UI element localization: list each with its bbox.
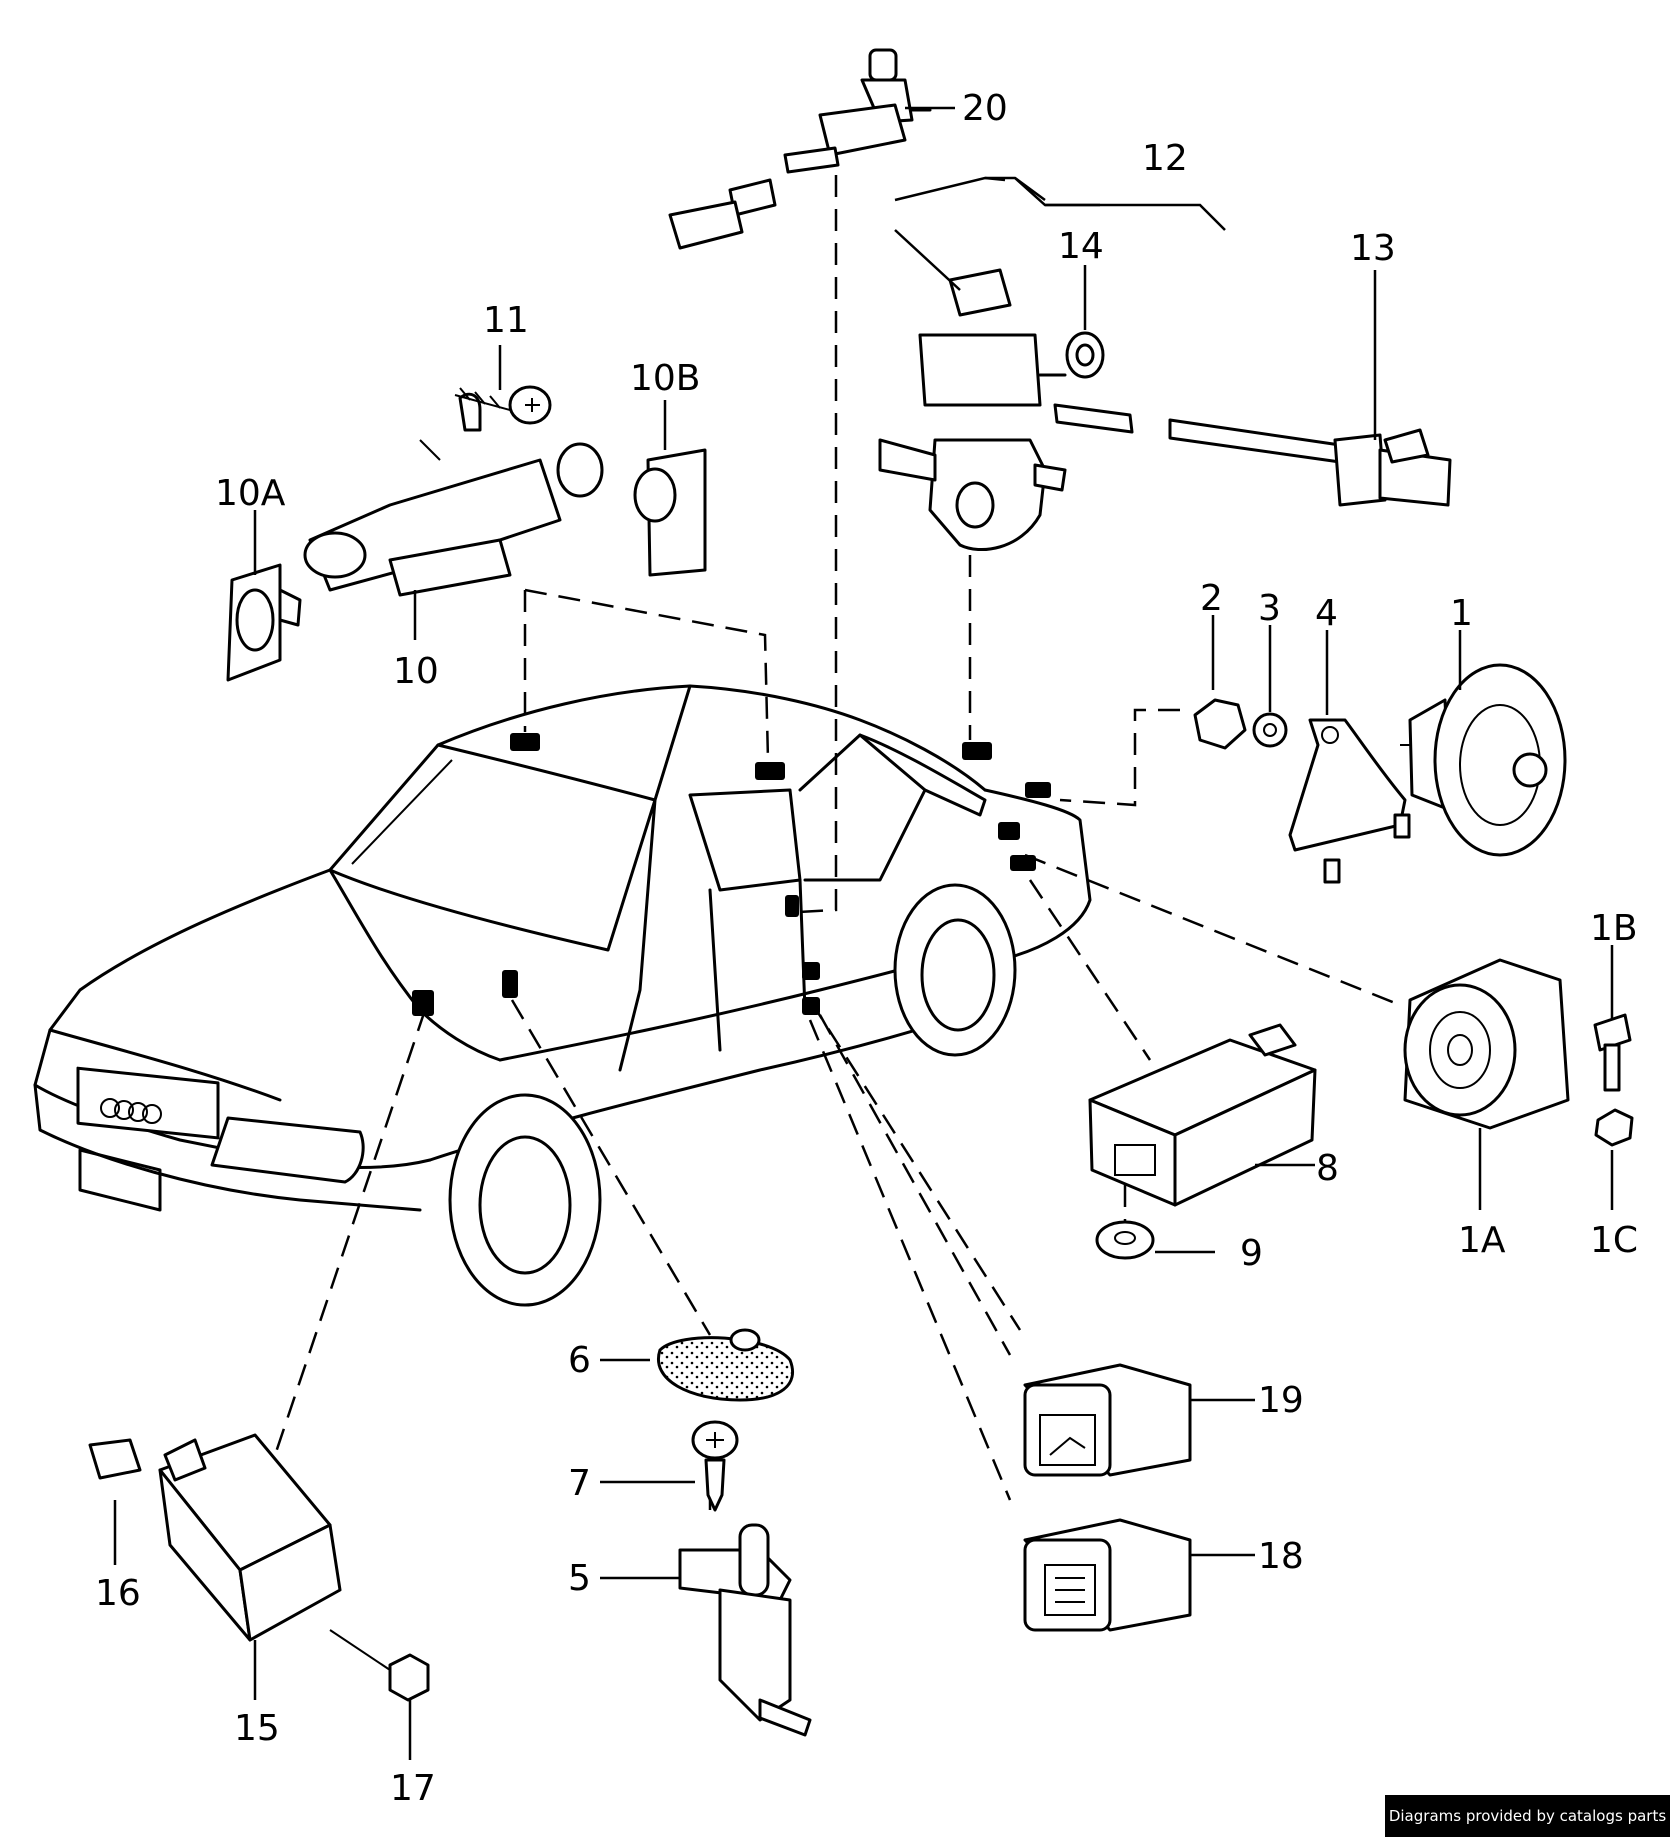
part-10B-bezel[interactable] xyxy=(633,448,707,577)
part-20-sensor[interactable] xyxy=(668,48,932,250)
callout-4: 4 xyxy=(1315,593,1338,634)
part-9-clip[interactable] xyxy=(1095,1220,1155,1260)
callout-17: 17 xyxy=(390,1768,436,1809)
part-10-lock-cylinder[interactable] xyxy=(303,392,604,597)
callout-7: 7 xyxy=(568,1463,591,1504)
callout-2: 2 xyxy=(1200,578,1223,619)
part-8-control-module[interactable] xyxy=(1088,1023,1317,1207)
part-17-nut[interactable] xyxy=(329,1629,430,1702)
callout-11: 11 xyxy=(483,300,529,341)
callout-14: 14 xyxy=(1058,226,1104,267)
callout-labels: 20 12 14 13 11 10B 10A 10 2 3 4 1 1B 8 1… xyxy=(95,88,1638,1809)
callout-10: 10 xyxy=(393,651,439,692)
callout-6: 6 xyxy=(568,1340,591,1381)
callout-10B: 10B xyxy=(630,358,701,399)
callout-leaders xyxy=(113,106,1614,1760)
part-14-grommet[interactable] xyxy=(1065,331,1105,379)
callout-1: 1 xyxy=(1450,593,1473,634)
part-1A-siren[interactable] xyxy=(1403,958,1570,1130)
callout-3: 3 xyxy=(1258,588,1281,629)
part-1-horn[interactable] xyxy=(1400,663,1567,857)
callout-18: 18 xyxy=(1258,1536,1304,1577)
callout-12: 12 xyxy=(1142,138,1188,179)
car-illustration xyxy=(33,684,1092,1307)
part-19-switch[interactable] xyxy=(1023,1363,1192,1477)
callout-1B: 1B xyxy=(1590,908,1638,949)
footer-credit: Diagrams provided by catalogs parts xyxy=(1385,1795,1670,1837)
part-13-cable[interactable] xyxy=(1053,403,1452,507)
part-10A-bezel[interactable] xyxy=(226,563,302,682)
callout-1A: 1A xyxy=(1458,1220,1506,1261)
part-2-nut[interactable] xyxy=(1193,698,1247,750)
callout-19: 19 xyxy=(1258,1380,1304,1421)
part-5-striker[interactable] xyxy=(678,1523,812,1737)
callout-15: 15 xyxy=(234,1708,280,1749)
part-1B-bolt[interactable] xyxy=(1593,1013,1632,1092)
part-1C-nut[interactable] xyxy=(1594,1108,1634,1147)
callout-8: 8 xyxy=(1316,1148,1339,1189)
callout-10A: 10A xyxy=(215,473,286,514)
part-18-switch[interactable] xyxy=(1023,1518,1192,1632)
callout-13: 13 xyxy=(1350,228,1396,269)
part-6-pad[interactable] xyxy=(657,1328,794,1402)
part-4-bracket[interactable] xyxy=(1288,718,1411,884)
callout-20: 20 xyxy=(962,88,1008,129)
callout-5: 5 xyxy=(568,1558,591,1599)
callout-9: 9 xyxy=(1240,1233,1263,1274)
callout-16: 16 xyxy=(95,1573,141,1614)
part-7-screw[interactable] xyxy=(691,1420,739,1512)
part-3-washer[interactable] xyxy=(1252,712,1288,748)
callout-1C: 1C xyxy=(1590,1220,1638,1261)
part-11-screw[interactable] xyxy=(454,385,552,425)
part-15-module[interactable] xyxy=(158,1433,342,1642)
part-12-latch-assembly[interactable] xyxy=(878,268,1067,552)
assembly-lines xyxy=(268,175,1613,1510)
part-16-clip[interactable] xyxy=(88,1438,142,1480)
